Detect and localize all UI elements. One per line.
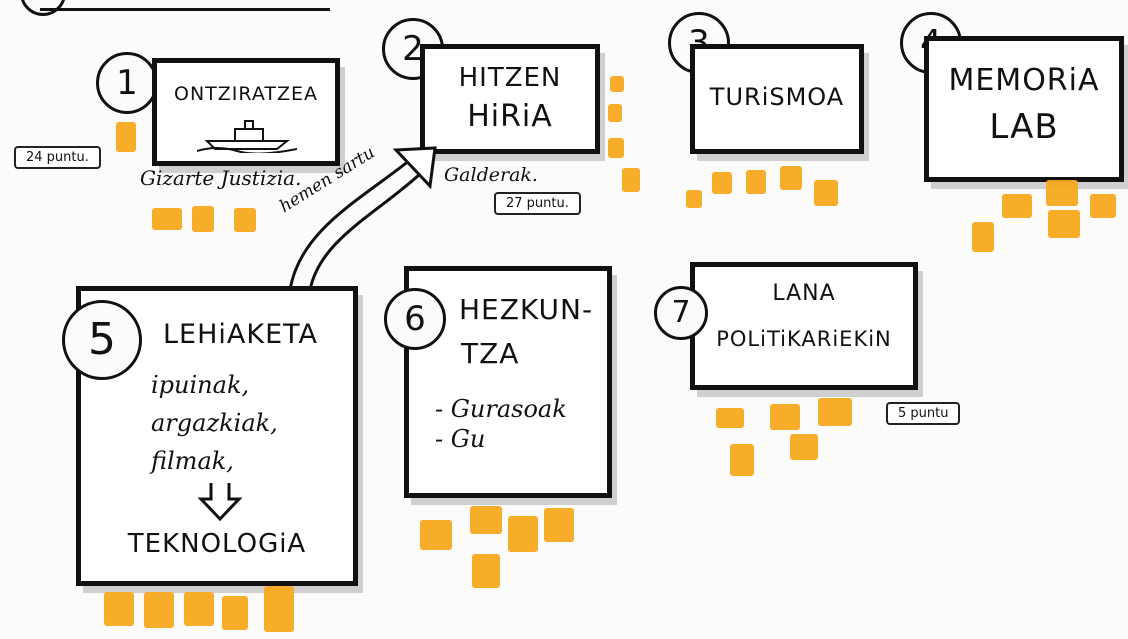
sticky-note: [472, 554, 500, 588]
card-1-box: ONTZIRATZEA: [152, 58, 340, 166]
card-1-points-tag: 24 puntu.: [14, 146, 101, 169]
sticky-note: [104, 592, 134, 626]
sticky-note: [1090, 194, 1116, 218]
card-6-title-line1: HEZKUN-: [459, 293, 594, 326]
sticky-note: [972, 222, 994, 252]
sticky-note: [770, 404, 800, 430]
sticky-note: [790, 434, 818, 460]
top-rule: [40, 8, 330, 11]
card-5-item-3: filmak,: [151, 447, 234, 475]
card-2-points-tag: 27 puntu.: [494, 192, 581, 215]
sticky-note: [470, 506, 502, 534]
card-6-number: 6: [384, 288, 446, 350]
card-6-item-1: - Gurasoak: [435, 395, 567, 423]
sticky-note: [1046, 180, 1078, 206]
sticky-note: [818, 398, 852, 426]
sticky-note: [780, 166, 802, 190]
sticky-note: [608, 104, 622, 122]
card-2-box: HITZEN HiRiA: [420, 44, 600, 154]
entry-arrow: [288, 146, 437, 291]
card-5-item-1: ipuinak,: [151, 371, 250, 399]
sticky-note: [508, 516, 538, 552]
card-7-box: LANA POLiTiKARiEKiN: [690, 262, 918, 390]
card-5-box: LEHiAKETA ipuinak, argazkiak, filmak, TE…: [76, 286, 358, 586]
down-arrow-icon: [197, 483, 243, 521]
card-1-title: ONTZIRATZEA: [174, 83, 318, 105]
sticky-note: [192, 206, 214, 232]
sticky-note: [610, 76, 624, 92]
sticky-note: [116, 122, 136, 152]
card-4-title-line2: LAB: [989, 107, 1059, 147]
card-5-result: TEKNOLOGiA: [127, 529, 307, 559]
sticky-note: [712, 172, 732, 194]
sticky-note: [1002, 194, 1032, 218]
card-5-title: LEHiAKETA: [163, 319, 319, 350]
sticky-note: [730, 444, 754, 476]
card-6-title-line2: TZA: [461, 337, 520, 370]
card-4-box: MEMORiA LAB: [924, 36, 1124, 182]
sticky-note: [234, 208, 256, 232]
sticky-note: [746, 170, 766, 194]
card-6-item-2: - Gu: [435, 425, 486, 453]
sticky-note: [608, 138, 624, 158]
sticky-note: [622, 168, 640, 192]
card-7-title-line1: LANA: [772, 281, 836, 306]
sticky-note: [1048, 210, 1080, 238]
sticky-note: [184, 592, 214, 626]
sticky-note: [814, 180, 838, 206]
top-circle-fragment: [20, 0, 66, 16]
sticky-note: [144, 592, 174, 628]
ship-icon: [197, 120, 297, 153]
card-4-title-line1: MEMORiA: [948, 63, 1100, 98]
sticky-note: [544, 508, 574, 542]
card-2-title-line1: HITZEN: [458, 63, 562, 93]
card-3-title: TURiSMOA: [709, 83, 845, 111]
card-5-number: 5: [62, 300, 142, 380]
card-7-number: 7: [654, 286, 708, 340]
sticky-note: [420, 520, 452, 550]
card-2-caption: Galderak.: [444, 164, 538, 186]
sticky-note: [716, 408, 744, 428]
sticky-note: [264, 586, 294, 632]
card-7-points-tag: 5 puntu: [886, 402, 961, 425]
card-5-item-2: argazkiak,: [151, 409, 278, 437]
sticky-note: [152, 208, 182, 230]
card-3-box: TURiSMOA: [690, 44, 864, 154]
card-1-caption: Gizarte Justizia.: [140, 166, 302, 190]
sticky-note: [686, 190, 702, 208]
card-2-title-line2: HiRiA: [467, 99, 553, 134]
sticky-note: [222, 596, 248, 630]
card-7-title-line2: POLiTiKARiEKiN: [716, 327, 892, 351]
card-1-number: 1: [96, 52, 158, 114]
